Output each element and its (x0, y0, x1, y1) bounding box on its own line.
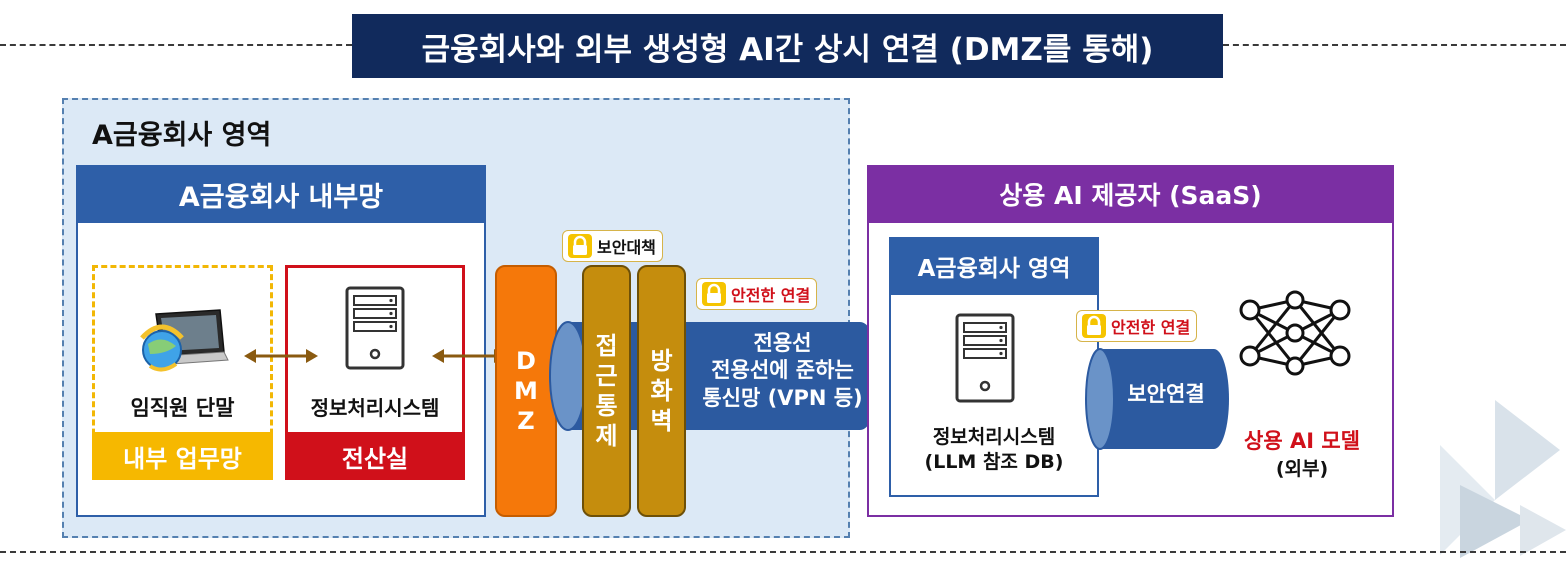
top-dashed-line-right (1223, 44, 1566, 46)
neural-network-icon (1239, 290, 1351, 376)
access-control-bar: 접 근 통 제 (582, 265, 631, 517)
dedicated-line-label: 전용선 (753, 331, 812, 355)
safe-connection-label: 안전한 연결 (731, 286, 811, 305)
double-arrow-icon (244, 349, 318, 363)
dedicated-line-text: 전용선 전용선에 준하는 통신망 (VPN 등) (690, 330, 875, 412)
secure-connection-tube (1085, 348, 1229, 450)
firewall-char: 벽 (650, 407, 673, 435)
access-control-char: 접 (595, 332, 618, 360)
access-control-char: 제 (595, 422, 618, 450)
security-measure-badge: 보안대책 (562, 230, 663, 262)
safe-connection-badge: 안전한 연결 (1076, 310, 1198, 342)
bottom-dashed-line (0, 551, 1566, 553)
ai-model-label: 상용 AI 모델 (1244, 429, 1360, 453)
region-a-label: A금융회사 영역 (92, 120, 272, 151)
dedicated-equiv-label: 전용선에 준하는 (711, 358, 854, 383)
laptop-globe-icon (140, 309, 229, 372)
security-measure-label: 보안대책 (597, 238, 656, 257)
info-system-label: 정보처리시스템 (310, 396, 440, 420)
access-control-char: 근 (595, 362, 618, 390)
secure-connection-label: 보안연결 (1127, 382, 1205, 406)
safe-connection-label: 안전한 연결 (1111, 318, 1191, 337)
saas-provider-header: 상용 AI 제공자 (SaaS) (867, 165, 1394, 223)
lock-icon (702, 282, 726, 306)
llm-db-label: (LLM 참조 DB) (924, 450, 1064, 473)
background-decoration (1440, 400, 1566, 558)
ai-model-sublabel: (외부) (1275, 458, 1329, 480)
server-room-footer: 전산실 (285, 432, 465, 480)
safe-connection-badge: 안전한 연결 (696, 278, 818, 310)
server-icon (955, 313, 1015, 403)
office-network-footer: 내부 업무망 (92, 432, 273, 480)
employee-terminal-label: 임직원 단말 (130, 396, 235, 420)
tenant-system-label: 정보처리시스템 (932, 426, 1056, 448)
internal-network-header: A금융회사 내부망 (76, 165, 486, 223)
dmz-bar: D M Z (495, 265, 557, 517)
tenant-server-label: 정보처리시스템 (LLM 참조 DB) (889, 425, 1099, 474)
firewall-char: 방 (650, 347, 673, 375)
lock-icon (568, 234, 592, 258)
dmz-letter: Z (517, 407, 535, 435)
dmz-letter: M (514, 377, 538, 405)
vpn-label: 통신망 (VPN 등) (702, 385, 863, 410)
dmz-letter: D (516, 347, 536, 375)
firewall-char: 화 (650, 377, 673, 405)
server-icon (345, 286, 405, 370)
top-dashed-line-left (0, 44, 352, 46)
lock-icon (1082, 314, 1106, 338)
firewall-bar: 방 화 벽 (637, 265, 686, 517)
diagram-title: 금융회사와 외부 생성형 AI간 상시 연결 (DMZ를 통해) (352, 14, 1223, 78)
access-control-char: 통 (595, 392, 618, 420)
tenant-area-header: A금융회사 영역 (889, 237, 1099, 295)
